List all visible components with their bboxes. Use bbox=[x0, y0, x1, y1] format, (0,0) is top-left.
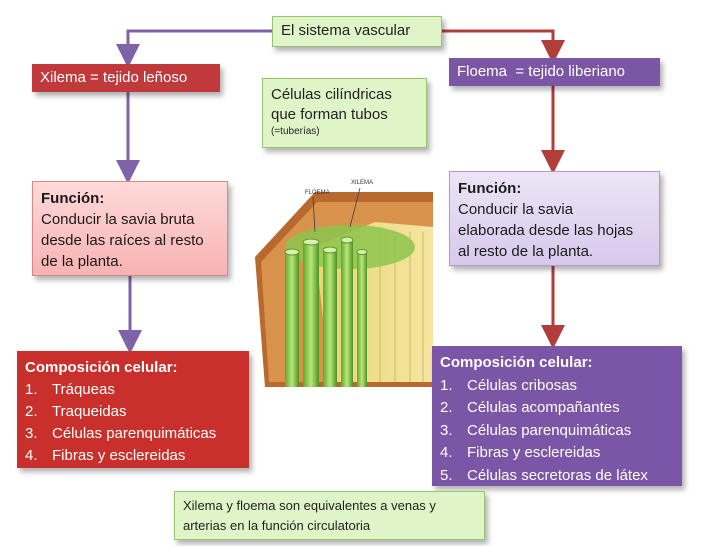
xilema-funcion-box: Función: Conducir la savia bruta desde l… bbox=[32, 181, 228, 276]
floema-funcion-title: Función: bbox=[458, 180, 522, 197]
floema-funcion-line: Conducir la savia bbox=[458, 201, 574, 218]
floema-comp-title: Composición celular: bbox=[440, 354, 593, 371]
list-item: 3.Células parenquimáticas bbox=[25, 425, 217, 442]
image-label-xilema: XILEMA bbox=[351, 180, 373, 186]
floema-funcion-line: elaborada desde las hojas bbox=[458, 222, 634, 239]
floema-funcion-line: al resto de la planta. bbox=[458, 243, 594, 260]
list-item: 3.Células parenquimáticas bbox=[440, 421, 632, 439]
celulas-line-3: (=tuberías) bbox=[271, 126, 320, 137]
list-item: 1.Tráqueas bbox=[25, 381, 115, 398]
arrow-title-to-floema bbox=[442, 29, 565, 64]
floema-cell-list: 1.Células cribosas 2.Células acompañante… bbox=[440, 375, 682, 488]
list-item: 4.Fibras y esclereidas bbox=[25, 447, 186, 464]
arrow-title-to-xilema bbox=[116, 29, 272, 68]
list-item: 2.Células acompañantes bbox=[440, 399, 620, 416]
celulas-note-box: Células cilíndricas que forman tubos (=t… bbox=[262, 78, 427, 148]
equivalence-line-2: arterias en la función circulatoria bbox=[183, 518, 371, 533]
xilema-funcion-line: desde las raíces al resto bbox=[41, 232, 204, 249]
celulas-line-2: que forman tubos bbox=[271, 106, 388, 123]
xilema-comp-title: Composición celular: bbox=[25, 359, 178, 376]
xilema-composicion-box: Composición celular: 1.Tráqueas 2.Traque… bbox=[17, 351, 249, 468]
floema-funcion-box: Función: Conducir la savia elaborada des… bbox=[449, 171, 660, 266]
stem-cross-section-illustration: FLOEMA XILEMA bbox=[255, 180, 433, 387]
xilema-funcion-line: de la planta. bbox=[41, 253, 123, 270]
image-label-floema: FLOEMA bbox=[305, 190, 330, 196]
diagram-title: El sistema vascular bbox=[281, 22, 411, 39]
xilema-header-box: Xilema = tejido leñoso bbox=[32, 64, 220, 92]
floema-header: Floema = tejido liberiano bbox=[457, 63, 626, 80]
title-box: El sistema vascular bbox=[272, 16, 442, 47]
celulas-line-1: Células cilíndricas bbox=[271, 86, 392, 103]
equivalence-note-box: Xilema y floema son equivalentes a venas… bbox=[174, 491, 485, 540]
xilema-header: Xilema = tejido leñoso bbox=[40, 69, 188, 86]
xilema-cell-list: 1.Tráqueas 2.Traqueidas 3.Células parenq… bbox=[25, 379, 249, 467]
list-item: 2.Traqueidas bbox=[25, 403, 127, 420]
xilema-funcion-line: Conducir la savia bruta bbox=[41, 211, 195, 228]
xilema-funcion-title: Función: bbox=[41, 190, 105, 207]
list-item: 1.Células cribosas bbox=[440, 376, 578, 394]
equivalence-line-1: Xilema y floema son equivalentes a venas… bbox=[183, 498, 436, 513]
floema-header-box: Floema = tejido liberiano bbox=[449, 58, 660, 86]
list-item: 4.Fibras y esclereidas bbox=[440, 444, 601, 461]
list-item: 5.Células secretoras de látex bbox=[440, 466, 648, 484]
floema-composicion-box: Composición celular: 1.Células cribosas … bbox=[432, 346, 682, 486]
